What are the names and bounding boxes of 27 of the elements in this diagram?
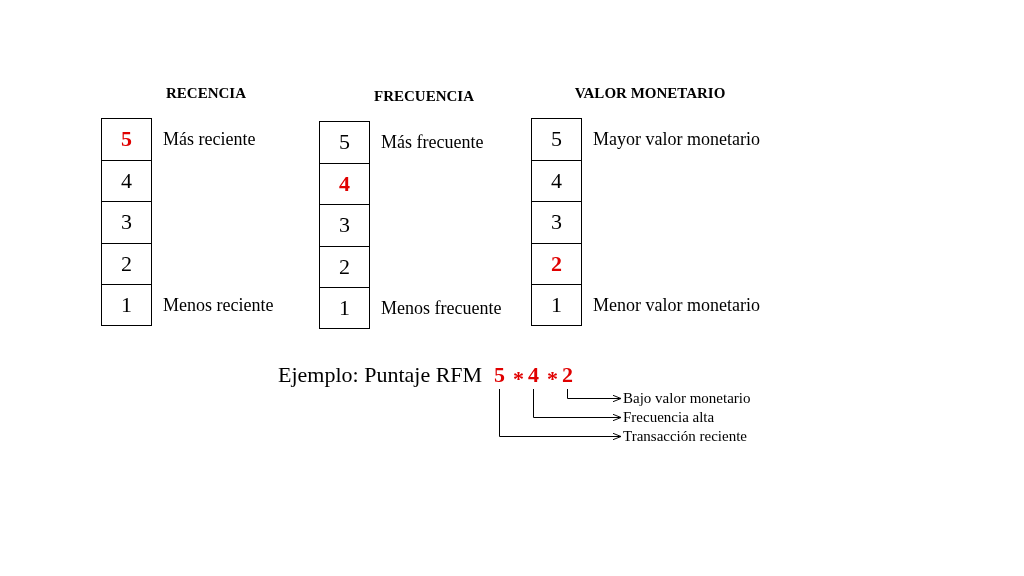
explanation-note: Bajo valor monetario	[623, 391, 751, 406]
score-digit: 4	[528, 364, 539, 386]
multiply-sign: *	[547, 366, 558, 392]
scale-note: Menos frecuente	[381, 297, 502, 319]
explanation-note: Frecuencia alta	[623, 410, 715, 425]
score-cell: 4	[531, 159, 582, 203]
column-heading: RECENCIA	[166, 85, 246, 102]
score-cell: 3	[101, 201, 152, 244]
scale-note: Mayor valor monetario	[593, 128, 760, 150]
explanation-note: Transacción reciente	[623, 429, 747, 444]
score-cell: 2	[101, 242, 152, 286]
scale-note: Más frecuente	[381, 131, 484, 153]
score-cell: 3	[531, 201, 582, 244]
scale-note: Más reciente	[163, 128, 256, 150]
score-cell: 2	[319, 245, 370, 289]
scale-note: Menor valor monetario	[593, 294, 760, 316]
scale-note: Menos reciente	[163, 294, 274, 316]
score-digit: 5	[494, 364, 505, 386]
score-cell: 4	[319, 162, 370, 206]
score-cell: 4	[101, 159, 152, 203]
column-heading: VALOR MONETARIO	[574, 85, 726, 102]
example-text: Ejemplo: Puntaje RFM	[278, 362, 483, 388]
multiply-sign: *	[513, 366, 524, 392]
score-cell: 2	[531, 242, 582, 286]
score-digit: 2	[562, 364, 573, 386]
score-cell: 3	[319, 204, 370, 247]
column-heading: FRECUENCIA	[374, 88, 474, 105]
